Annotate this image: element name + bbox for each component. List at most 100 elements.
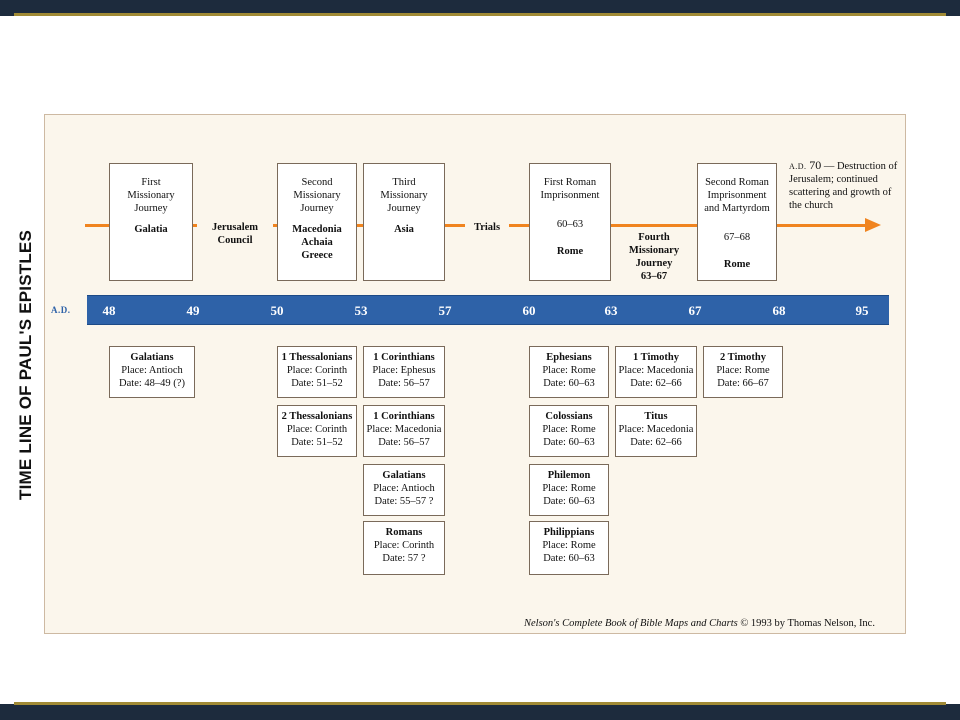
year-57: 57	[438, 303, 452, 318]
epistle-title: Ephesians	[546, 352, 592, 363]
epistle-card: Galatians Place: Antioch Date: 55–57 ?	[363, 464, 445, 516]
year-50: 50	[270, 303, 284, 318]
event-second-roman-imprisonment: Second Roman Imprisonment and Martyrdom …	[697, 163, 777, 281]
epistle-title: 1 Corinthians	[373, 352, 435, 363]
epistle-card: Philemon Place: Rome Date: 60–63	[529, 464, 609, 516]
epistle-place: Place: Ephesus	[372, 365, 436, 376]
credit-book-title: Nelson's Complete Book of Bible Maps and…	[524, 618, 738, 629]
copyright-credit: Nelson's Complete Book of Bible Maps and…	[524, 618, 914, 629]
event-name: Second Roman Imprisonment and Martyrdom	[704, 177, 770, 214]
epistle-place: Place: Rome	[542, 540, 596, 551]
epistle-title: 1 Timothy	[633, 352, 679, 363]
side-title: TIME LINE OF PAUL'S EPISTLES	[16, 230, 35, 501]
year-60: 60	[522, 303, 536, 318]
epistle-title: 1 Thessalonians	[281, 352, 353, 363]
epistle-place: Place: Corinth	[373, 540, 435, 551]
epistle-date: Date: 60–63	[543, 496, 595, 507]
epistle-place: Place: Antioch	[121, 365, 183, 376]
epistle-place: Place: Corinth	[286, 424, 348, 435]
epistle-date: Date: 62–66	[630, 437, 682, 448]
epistle-card: Galatians Place: Antioch Date: 48–49 (?)	[109, 346, 195, 398]
event-first-roman-imprisonment: First Roman Imprisonment 60–63 Rome	[529, 163, 611, 281]
trials-label: Trials	[465, 219, 509, 236]
event-name: First Missionary Journey	[127, 177, 175, 214]
epistle-place: Place: Macedonia	[618, 424, 694, 435]
epistle-title: Romans	[385, 527, 423, 538]
jerusalem-council-label: Jerusalem Council	[197, 219, 273, 249]
epistle-date: Date: 57 ?	[382, 553, 426, 564]
epistle-date: Date: 56–57	[378, 378, 430, 389]
year-95: 95	[855, 303, 869, 318]
fourth-missionary-journey-label: Fourth Missionary Journey 63–67	[615, 229, 693, 283]
event-third-missionary-journey: Third Missionary Journey Asia	[363, 163, 445, 281]
epistle-card: Philippians Place: Rome Date: 60–63	[529, 521, 609, 575]
epistle-card: Titus Place: Macedonia Date: 62–66	[615, 405, 697, 457]
epistle-date: Date: 56–57	[378, 437, 430, 448]
epistle-title: Galatians	[382, 470, 426, 481]
epistle-date: Date: 62–66	[630, 378, 682, 389]
epistle-place: Place: Macedonia	[618, 365, 694, 376]
epistle-title: 2 Timothy	[720, 352, 766, 363]
epistle-place: Place: Antioch	[373, 483, 435, 494]
epistle-date: Date: 60–63	[543, 553, 595, 564]
epistle-place: Place: Rome	[542, 483, 596, 494]
epistle-card: 1 Corinthians Place: Macedonia Date: 56–…	[363, 405, 445, 457]
epistle-date: Date: 51–52	[291, 378, 343, 389]
epistle-place: Place: Rome	[716, 365, 770, 376]
event-place: Asia	[394, 224, 414, 235]
epistle-date: Date: 48–49 (?)	[119, 378, 185, 389]
bottom-rule	[14, 702, 946, 705]
event-name: First Roman Imprisonment	[540, 177, 600, 201]
note-text: — Destruction of Jerusalem; continued sc…	[789, 161, 898, 211]
event-dates: 60–63	[556, 219, 584, 230]
year-bar	[87, 295, 889, 325]
epistle-title: Titus	[644, 411, 668, 422]
event-name: Third Missionary Journey	[380, 177, 428, 214]
epistle-title: Philemon	[547, 470, 591, 481]
year-63: 63	[604, 303, 618, 318]
event-place: Galatia	[134, 224, 168, 235]
note-year: 70	[809, 158, 822, 172]
epistle-date: Date: 51–52	[291, 437, 343, 448]
epistle-card: 2 Thessalonians Place: Corinth Date: 51–…	[277, 405, 357, 457]
epistle-date: Date: 55–57 ?	[374, 496, 434, 507]
epistle-card: 1 Corinthians Place: Ephesus Date: 56–57	[363, 346, 445, 398]
event-first-missionary-journey: First Missionary Journey Galatia	[109, 163, 193, 281]
epistle-card: 1 Thessalonians Place: Corinth Date: 51–…	[277, 346, 357, 398]
credit-rest: © 1993 by Thomas Nelson, Inc.	[737, 618, 875, 629]
timeline-arrow-head	[865, 218, 881, 232]
epistle-place: Place: Macedonia	[366, 424, 442, 435]
destruction-of-jerusalem-note: A.D. 70 — Destruction of Jerusalem; cont…	[789, 159, 904, 212]
epistle-title: Colossians	[545, 411, 593, 422]
epistle-place: Place: Rome	[542, 424, 596, 435]
epistle-card: Ephesians Place: Rome Date: 60–63	[529, 346, 609, 398]
year-48: 48	[102, 303, 116, 318]
year-67: 67	[688, 303, 702, 318]
year-68: 68	[772, 303, 786, 318]
epistle-title: 1 Corinthians	[373, 411, 435, 422]
event-dates: 67–68	[723, 232, 751, 243]
event-place: Rome	[556, 246, 584, 257]
year-bar-era-label: A.D.	[51, 305, 71, 315]
year-49: 49	[186, 303, 200, 318]
note-era: A.D.	[789, 162, 807, 171]
event-name: Second Missionary Journey	[293, 177, 341, 214]
epistle-card: Colossians Place: Rome Date: 60–63	[529, 405, 609, 457]
epistle-place: Place: Corinth	[286, 365, 348, 376]
epistle-date: Date: 66–67	[717, 378, 769, 389]
epistle-title: Philippians	[543, 527, 595, 538]
year-53: 53	[354, 303, 368, 318]
top-rule	[14, 13, 946, 16]
epistle-date: Date: 60–63	[543, 437, 595, 448]
epistle-place: Place: Rome	[542, 365, 596, 376]
epistle-date: Date: 60–63	[543, 378, 595, 389]
event-place: Macedonia Achaia Greece	[292, 224, 342, 261]
epistle-title: Galatians	[130, 352, 174, 363]
epistle-card: 1 Timothy Place: Macedonia Date: 62–66	[615, 346, 697, 398]
event-second-missionary-journey: Second Missionary Journey Macedonia Acha…	[277, 163, 357, 281]
timeline-chart: First Missionary Journey Galatia Second …	[44, 114, 906, 634]
epistle-title: 2 Thessalonians	[281, 411, 353, 422]
event-place: Rome	[723, 259, 751, 270]
epistle-card: 2 Timothy Place: Rome Date: 66–67	[703, 346, 783, 398]
epistle-card: Romans Place: Corinth Date: 57 ?	[363, 521, 445, 575]
